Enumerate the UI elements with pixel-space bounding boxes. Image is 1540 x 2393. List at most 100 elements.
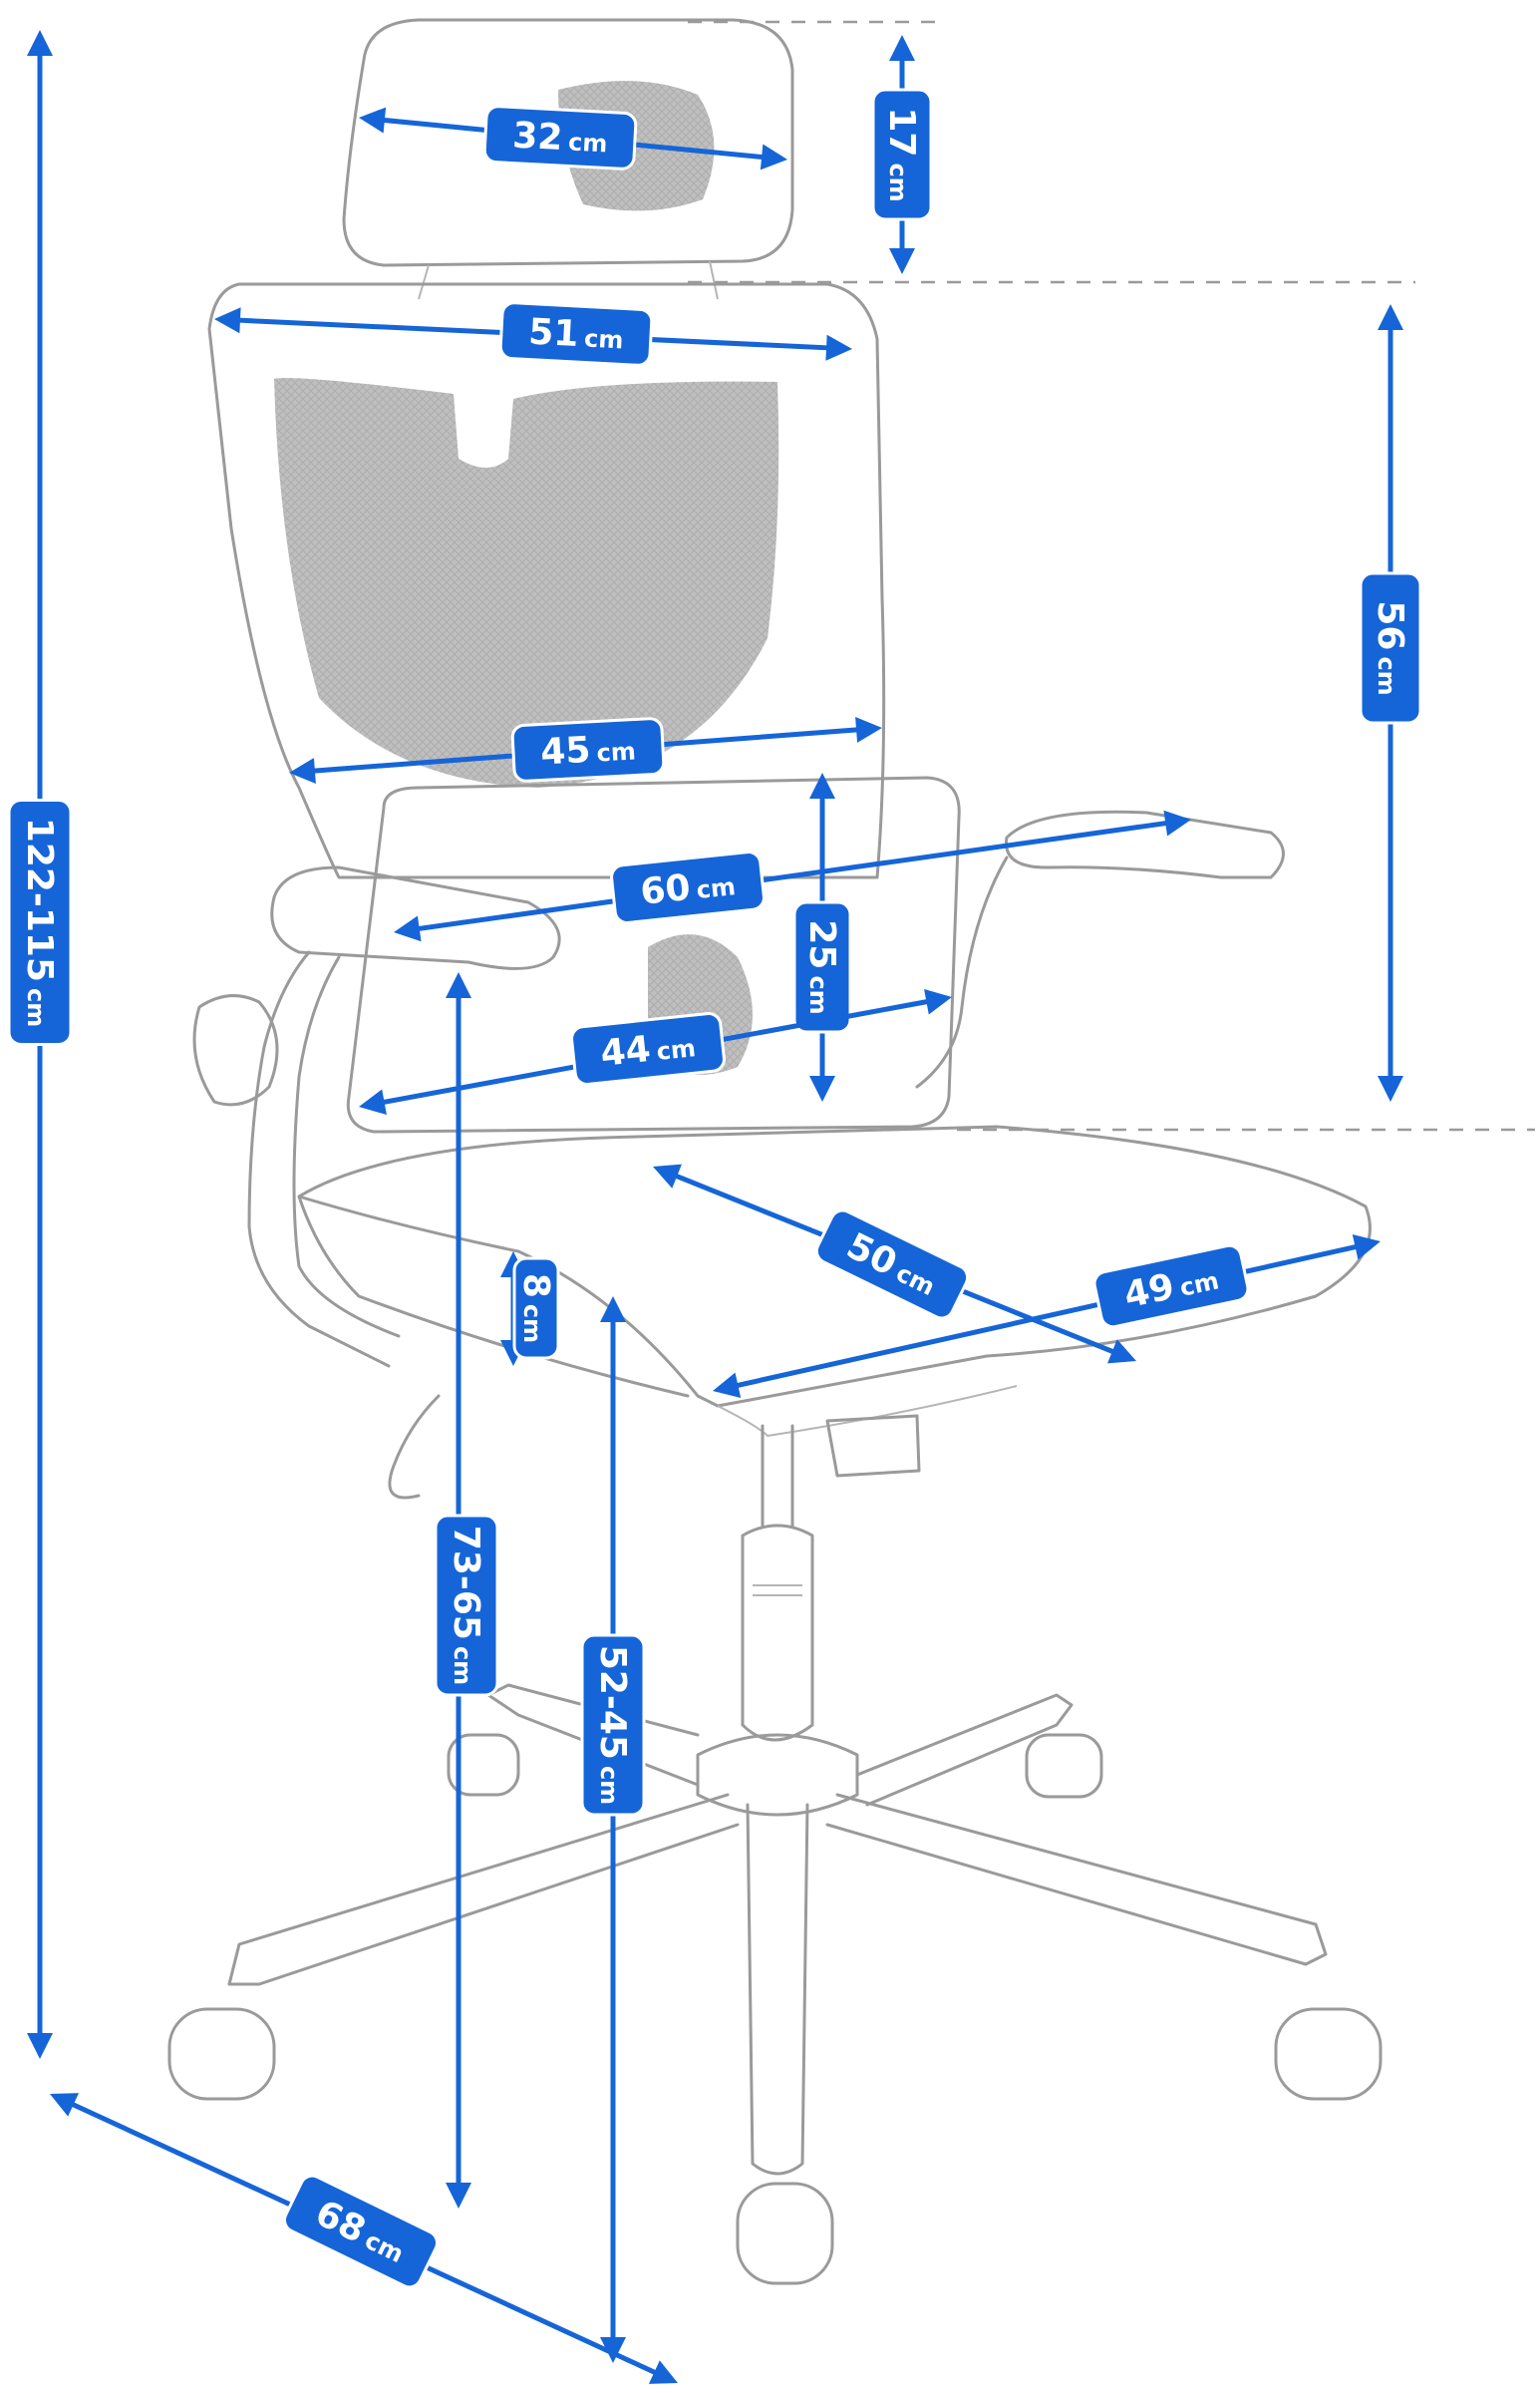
dimension-headrest-height: 17 cm bbox=[871, 35, 933, 274]
dimension-seat-thickness: 8 cm bbox=[500, 1251, 560, 1366]
arrowhead bbox=[1163, 810, 1191, 837]
dimension-label: 8 cm bbox=[512, 1256, 560, 1360]
dimension-seat-width: 49cm bbox=[713, 1233, 1381, 1399]
dimension-seat-depth: 50cm bbox=[653, 1164, 1136, 1364]
arrowhead bbox=[359, 1089, 387, 1116]
label-box bbox=[814, 1208, 970, 1320]
dimension-unit: cm bbox=[695, 872, 737, 904]
dimension-label: 49cm bbox=[1092, 1243, 1250, 1329]
label-box bbox=[610, 851, 766, 924]
arrowhead bbox=[50, 2093, 80, 2117]
arrowhead bbox=[1378, 304, 1403, 330]
dimension-text: 49cm bbox=[1120, 1257, 1222, 1317]
label-box bbox=[580, 1633, 646, 1817]
seat bbox=[297, 1125, 1372, 1438]
dimension-value: 51 bbox=[527, 312, 579, 356]
left-armrest bbox=[192, 865, 561, 1368]
arrowhead bbox=[1352, 1233, 1381, 1260]
dimension-unit: cm bbox=[655, 1034, 697, 1066]
dimension-value: 44 bbox=[598, 1029, 652, 1075]
arrowhead bbox=[889, 35, 915, 61]
dimension-label: 50cm bbox=[814, 1208, 970, 1320]
arrowhead bbox=[1107, 1339, 1136, 1364]
dimension-text: 122-115 cm bbox=[19, 818, 60, 1027]
dimension-label: 17 cm bbox=[871, 88, 933, 221]
arrowhead bbox=[713, 1372, 742, 1399]
arrowhead bbox=[809, 773, 835, 799]
dimension-value: 8 bbox=[515, 1273, 556, 1298]
dimension-unit: cm bbox=[1373, 656, 1400, 695]
five-star-base bbox=[167, 1683, 1383, 2285]
dimension-unit: cm bbox=[596, 738, 637, 768]
label-box bbox=[512, 1256, 560, 1360]
dimension-text: 8 cm bbox=[515, 1273, 556, 1343]
arrowhead bbox=[359, 107, 387, 134]
office-chair-illustration bbox=[167, 18, 1535, 2285]
dimension-text: 56 cm bbox=[1370, 600, 1410, 695]
dimension-unit: cm bbox=[518, 1304, 546, 1343]
arrowhead bbox=[289, 758, 316, 785]
dimension-value: 52-45 bbox=[592, 1645, 633, 1760]
label-box bbox=[792, 900, 852, 1034]
arrowhead bbox=[214, 307, 241, 334]
arrowhead bbox=[924, 988, 952, 1015]
dimension-text: 52-45 cm bbox=[592, 1645, 633, 1805]
dimension-value: 122-115 bbox=[19, 818, 60, 982]
dimension-unit: cm bbox=[595, 1766, 623, 1805]
dimension-unit: cm bbox=[884, 163, 912, 201]
dimension-armrest-height: 73-65 cm bbox=[434, 972, 499, 2209]
label-box bbox=[1092, 1243, 1250, 1329]
arrowhead bbox=[394, 915, 422, 942]
dimension-value: 25 bbox=[801, 919, 842, 969]
label-box bbox=[7, 799, 73, 1046]
dimension-value: 60 bbox=[638, 867, 692, 913]
dimension-text: 25 cm bbox=[801, 919, 842, 1014]
arrowhead bbox=[760, 144, 787, 171]
dimension-label: 56 cm bbox=[1359, 571, 1422, 725]
label-box bbox=[871, 88, 933, 221]
label-box bbox=[498, 301, 654, 367]
right-armrest bbox=[915, 810, 1285, 1089]
arrowhead bbox=[600, 1296, 626, 1322]
dimension-value: 73-65 bbox=[446, 1526, 486, 1640]
dimension-value: 17 bbox=[881, 107, 922, 157]
dimension-unit: cm bbox=[583, 324, 624, 354]
dimension-seat-height: 52-45 cm bbox=[580, 1296, 646, 2363]
label-box bbox=[1359, 571, 1422, 725]
arrowhead bbox=[855, 716, 882, 743]
dimension-unit: cm bbox=[22, 988, 50, 1027]
dimension-value: 49 bbox=[1120, 1266, 1178, 1317]
dimension-unit: cm bbox=[449, 1646, 476, 1685]
label-box bbox=[482, 105, 638, 171]
dimension-text: 73-65 cm bbox=[446, 1526, 486, 1685]
arrowhead bbox=[809, 1076, 835, 1102]
arrowhead bbox=[446, 972, 471, 998]
label-box bbox=[510, 717, 666, 783]
arrowhead bbox=[889, 248, 915, 274]
caster-wheels bbox=[167, 1733, 1383, 2285]
backrest bbox=[207, 282, 886, 879]
dimension-unit: cm bbox=[567, 128, 608, 158]
dimension-label: 25 cm bbox=[792, 900, 852, 1034]
arrowhead bbox=[1378, 1076, 1403, 1102]
dimension-value: 32 bbox=[511, 116, 563, 160]
arrowhead bbox=[825, 334, 852, 361]
dimension-lumbar-height: 25 cm bbox=[792, 773, 852, 1102]
dimension-value: 56 bbox=[1370, 600, 1410, 650]
arrowhead bbox=[446, 2183, 471, 2209]
label-box bbox=[282, 2174, 440, 2289]
dimension-unit: cm bbox=[804, 975, 832, 1014]
